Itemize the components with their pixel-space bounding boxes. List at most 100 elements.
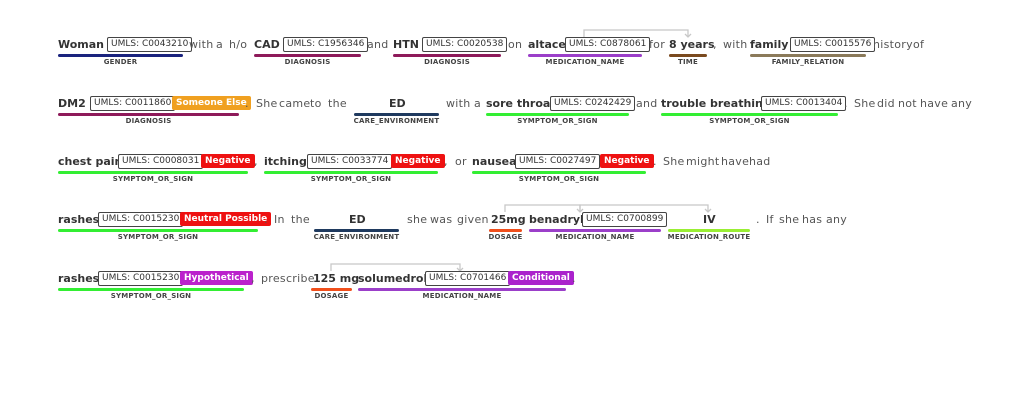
entity-symptom-or-sign[interactable]: sore throat bbox=[486, 97, 556, 110]
entity-diagnosis[interactable]: CAD bbox=[254, 38, 280, 51]
relation-arc bbox=[330, 263, 464, 272]
umls-code-tag[interactable]: UMLS: C0015576 bbox=[790, 37, 876, 52]
umls-code-tag[interactable]: UMLS: C0700899 bbox=[582, 212, 668, 227]
relation-arc bbox=[504, 204, 584, 213]
entity-symptom-or-sign[interactable]: nausea bbox=[472, 155, 517, 168]
entity-type-label: DIAGNOSIS bbox=[424, 58, 470, 66]
umls-code-tag[interactable]: UMLS: C0242429 bbox=[550, 96, 636, 111]
entity-underline bbox=[529, 229, 661, 232]
word-token: did bbox=[877, 97, 895, 110]
word-token: history bbox=[873, 38, 913, 51]
entity-underline bbox=[489, 229, 522, 232]
word-token: with bbox=[446, 97, 471, 110]
word-token: the bbox=[291, 213, 310, 226]
assertion-badge[interactable]: Conditional bbox=[508, 271, 574, 285]
entity-medication-route[interactable]: IV bbox=[703, 213, 716, 226]
entity-medication-name[interactable]: benadryl bbox=[529, 213, 584, 226]
assertion-badge[interactable]: Negative bbox=[201, 154, 255, 168]
entity-care-environment[interactable]: ED bbox=[349, 213, 366, 226]
entity-type-label: SYMPTOM_OR_SIGN bbox=[518, 175, 600, 183]
entity-type-label: DIAGNOSIS bbox=[125, 117, 172, 125]
entity-underline bbox=[58, 288, 244, 291]
entity-dosage[interactable]: 25mg bbox=[491, 213, 526, 226]
entity-type-label: CARE_ENVIRONMENT bbox=[353, 117, 440, 125]
entity-diagnosis[interactable]: HTN bbox=[393, 38, 419, 51]
word-token: , bbox=[713, 38, 717, 51]
entity-diagnosis[interactable]: DM2 bbox=[58, 97, 86, 110]
entity-type-label: MEDICATION_NAME bbox=[545, 58, 625, 66]
entity-medication-name[interactable]: altace bbox=[528, 38, 566, 51]
umls-code-tag[interactable]: UMLS: C0701466 bbox=[425, 271, 511, 286]
entity-type-label: GENDER bbox=[103, 58, 138, 66]
umls-code-tag[interactable]: UMLS: C0878061 bbox=[565, 37, 651, 52]
umls-code-tag[interactable]: UMLS: C0008031 bbox=[118, 154, 204, 169]
entity-underline bbox=[354, 113, 439, 116]
umls-code-tag[interactable]: UMLS: C0033774 bbox=[307, 154, 393, 169]
umls-code-tag[interactable]: UMLS: C0027497 bbox=[515, 154, 601, 169]
word-token: the bbox=[328, 97, 347, 110]
entity-time[interactable]: 8 years bbox=[669, 38, 715, 51]
entity-underline bbox=[661, 113, 838, 116]
entity-type-label: MEDICATION_NAME bbox=[555, 233, 635, 241]
entity-symptom-or-sign[interactable]: itching bbox=[264, 155, 307, 168]
entity-underline bbox=[58, 171, 248, 174]
entity-medication-name[interactable]: solumedrol bbox=[358, 272, 428, 285]
entity-symptom-or-sign[interactable]: rashes bbox=[58, 213, 100, 226]
word-token: to bbox=[310, 97, 322, 110]
word-token: and bbox=[367, 38, 389, 51]
entity-type-label: TIME bbox=[678, 58, 698, 66]
entity-symptom-or-sign[interactable]: rashes bbox=[58, 272, 100, 285]
entity-type-label: FAMILY_RELATION bbox=[771, 58, 845, 66]
umls-code-tag[interactable]: UMLS: C0015230 bbox=[98, 271, 184, 286]
entity-underline bbox=[58, 54, 183, 57]
word-token: not bbox=[898, 97, 917, 110]
entity-type-label: SYMPTOM_OR_SIGN bbox=[110, 292, 192, 300]
umls-code-tag[interactable]: UMLS: C0020538 bbox=[422, 37, 508, 52]
word-token: have bbox=[920, 97, 949, 110]
word-token: with bbox=[189, 38, 214, 51]
word-token: had bbox=[749, 155, 771, 168]
assertion-badge[interactable]: Negative bbox=[600, 154, 654, 168]
entity-care-environment[interactable]: ED bbox=[389, 97, 406, 110]
assertion-badge[interactable]: Neutral Possible bbox=[180, 212, 272, 226]
entity-underline bbox=[254, 54, 361, 57]
entity-symptom-or-sign[interactable]: chest pain bbox=[58, 155, 123, 168]
assertion-badge[interactable]: Someone Else bbox=[172, 96, 251, 110]
entity-underline bbox=[669, 54, 707, 57]
entity-dosage[interactable]: 125 mg bbox=[313, 272, 360, 285]
word-token: of bbox=[913, 38, 925, 51]
word-token: . bbox=[572, 272, 576, 285]
umls-code-tag[interactable]: UMLS: C1956346 bbox=[283, 37, 369, 52]
entity-underline bbox=[486, 113, 629, 116]
entity-type-label: DIAGNOSIS bbox=[284, 58, 331, 66]
umls-code-tag[interactable]: UMLS: C0015230 bbox=[98, 212, 184, 227]
entity-gender[interactable]: Woman bbox=[58, 38, 105, 51]
entity-underline bbox=[472, 171, 646, 174]
word-token: , bbox=[251, 272, 255, 285]
umls-code-tag[interactable]: UMLS: C0011860 bbox=[90, 96, 176, 111]
entity-underline bbox=[750, 54, 866, 57]
entity-symptom-or-sign[interactable]: trouble breathing bbox=[661, 97, 771, 110]
entity-type-label: SYMPTOM_OR_SIGN bbox=[112, 175, 194, 183]
word-token: has bbox=[802, 213, 823, 226]
word-token: she bbox=[779, 213, 800, 226]
word-token: given bbox=[457, 213, 489, 226]
word-token: . bbox=[844, 97, 848, 110]
word-token: any bbox=[826, 213, 848, 226]
word-token: , bbox=[444, 155, 448, 168]
entity-family-relation[interactable]: family bbox=[750, 38, 789, 51]
entity-type-label: MEDICATION_NAME bbox=[422, 292, 502, 300]
word-token: came bbox=[279, 97, 311, 110]
word-token: was bbox=[430, 213, 453, 226]
entity-type-label: SYMPTOM_OR_SIGN bbox=[709, 117, 790, 125]
assertion-badge[interactable]: Hypothetical bbox=[180, 271, 253, 285]
word-token: for bbox=[649, 38, 666, 51]
word-token: She bbox=[854, 97, 876, 110]
entity-type-label: SYMPTOM_OR_SIGN bbox=[117, 233, 199, 241]
word-token: with bbox=[723, 38, 748, 51]
entity-underline bbox=[314, 229, 399, 232]
umls-code-tag[interactable]: UMLS: C0043210 bbox=[107, 37, 193, 52]
umls-code-tag[interactable]: UMLS: C0013404 bbox=[761, 96, 847, 111]
assertion-badge[interactable]: Negative bbox=[391, 154, 445, 168]
